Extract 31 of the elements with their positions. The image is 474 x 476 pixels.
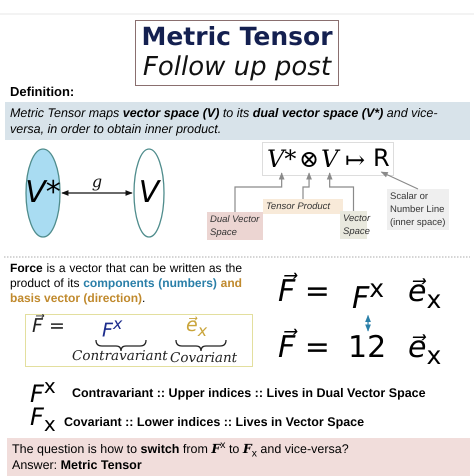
section-heading: Definition: — [10, 84, 74, 99]
formula-box — [25, 314, 253, 367]
math-symbol: V — [321, 145, 338, 173]
math-term: e⃗$_{x}$ — [186, 316, 208, 340]
note-text: Contravariant :: Upper indices :: Lives in Dual Vector Space — [72, 386, 426, 400]
math-symbol: V* — [25, 175, 61, 210]
callout-label: Tensor Product — [263, 199, 343, 214]
answer-text: Answer: Metric Tensor — [7, 458, 470, 476]
definition-text: Metric Tensor maps vector space (V) to its dual vector space (V*) and vice-versa, in order to obtain inner product. — [5, 102, 470, 140]
math-symbol: V — [138, 175, 162, 210]
paragraph: Force is a vector that can be written as the product of its components (numbers) and basis vector (direction). — [10, 261, 242, 306]
math-term: F$_{x}$ — [30, 405, 56, 435]
question-text: The question is how to switch from F$^{x}$ to F$_{x}$ and vice-versa? — [7, 438, 470, 458]
math-term: F$^{x}$ — [30, 376, 56, 408]
callout-label: Dual Vector Space — [207, 212, 263, 240]
math-term: 12 — [348, 332, 386, 364]
note-text: Covariant :: Lower indices :: Lives in Vector Space — [64, 415, 364, 429]
math-term: F$^{x}$ — [352, 276, 384, 314]
callout-label: Scalar or Number Line (inner space) — [387, 189, 449, 230]
formula-caption: Contravariant — [72, 348, 168, 364]
math-term: F$^{x}$ — [102, 316, 122, 342]
math-symbol: V* — [267, 145, 296, 173]
math-term: e⃗$_{x}$ — [408, 332, 442, 370]
subtitle: Follow up post — [142, 52, 333, 82]
formula-box — [262, 142, 394, 176]
title: Metric Tensor — [140, 22, 334, 51]
formula-caption: Covariant — [170, 350, 238, 366]
math-term: e⃗$_{x}$ — [408, 276, 442, 314]
math-symbol: ⊗ — [299, 145, 320, 173]
math-symbol: ↦ — [345, 146, 366, 174]
math-symbol: R — [373, 144, 390, 172]
